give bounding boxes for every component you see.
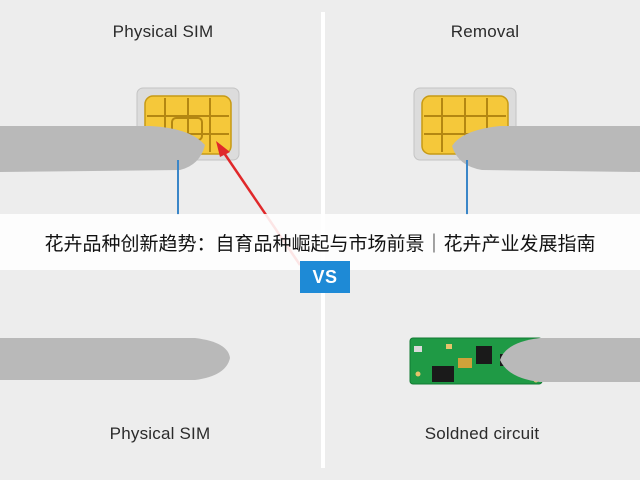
finger-top-left: [0, 126, 205, 172]
vs-badge: VS: [300, 261, 350, 293]
caption-banner: [0, 214, 640, 270]
panel-label-bottom-right: Soldned circuit: [424, 424, 540, 443]
caption-banner-text: 花卉品种创新趋势：自育品种崛起与市场前景｜花卉产业发展指南: [44, 233, 596, 255]
panel-label-top-right: Removal: [450, 22, 520, 41]
panel-label-top-left: Physical SIM: [112, 22, 214, 41]
panel-label-bottom-left: Physical SIM: [109, 424, 211, 443]
finger-bottom-right: [500, 338, 640, 382]
finger-top-right: [452, 126, 640, 172]
finger-bottom-left: [0, 338, 230, 380]
